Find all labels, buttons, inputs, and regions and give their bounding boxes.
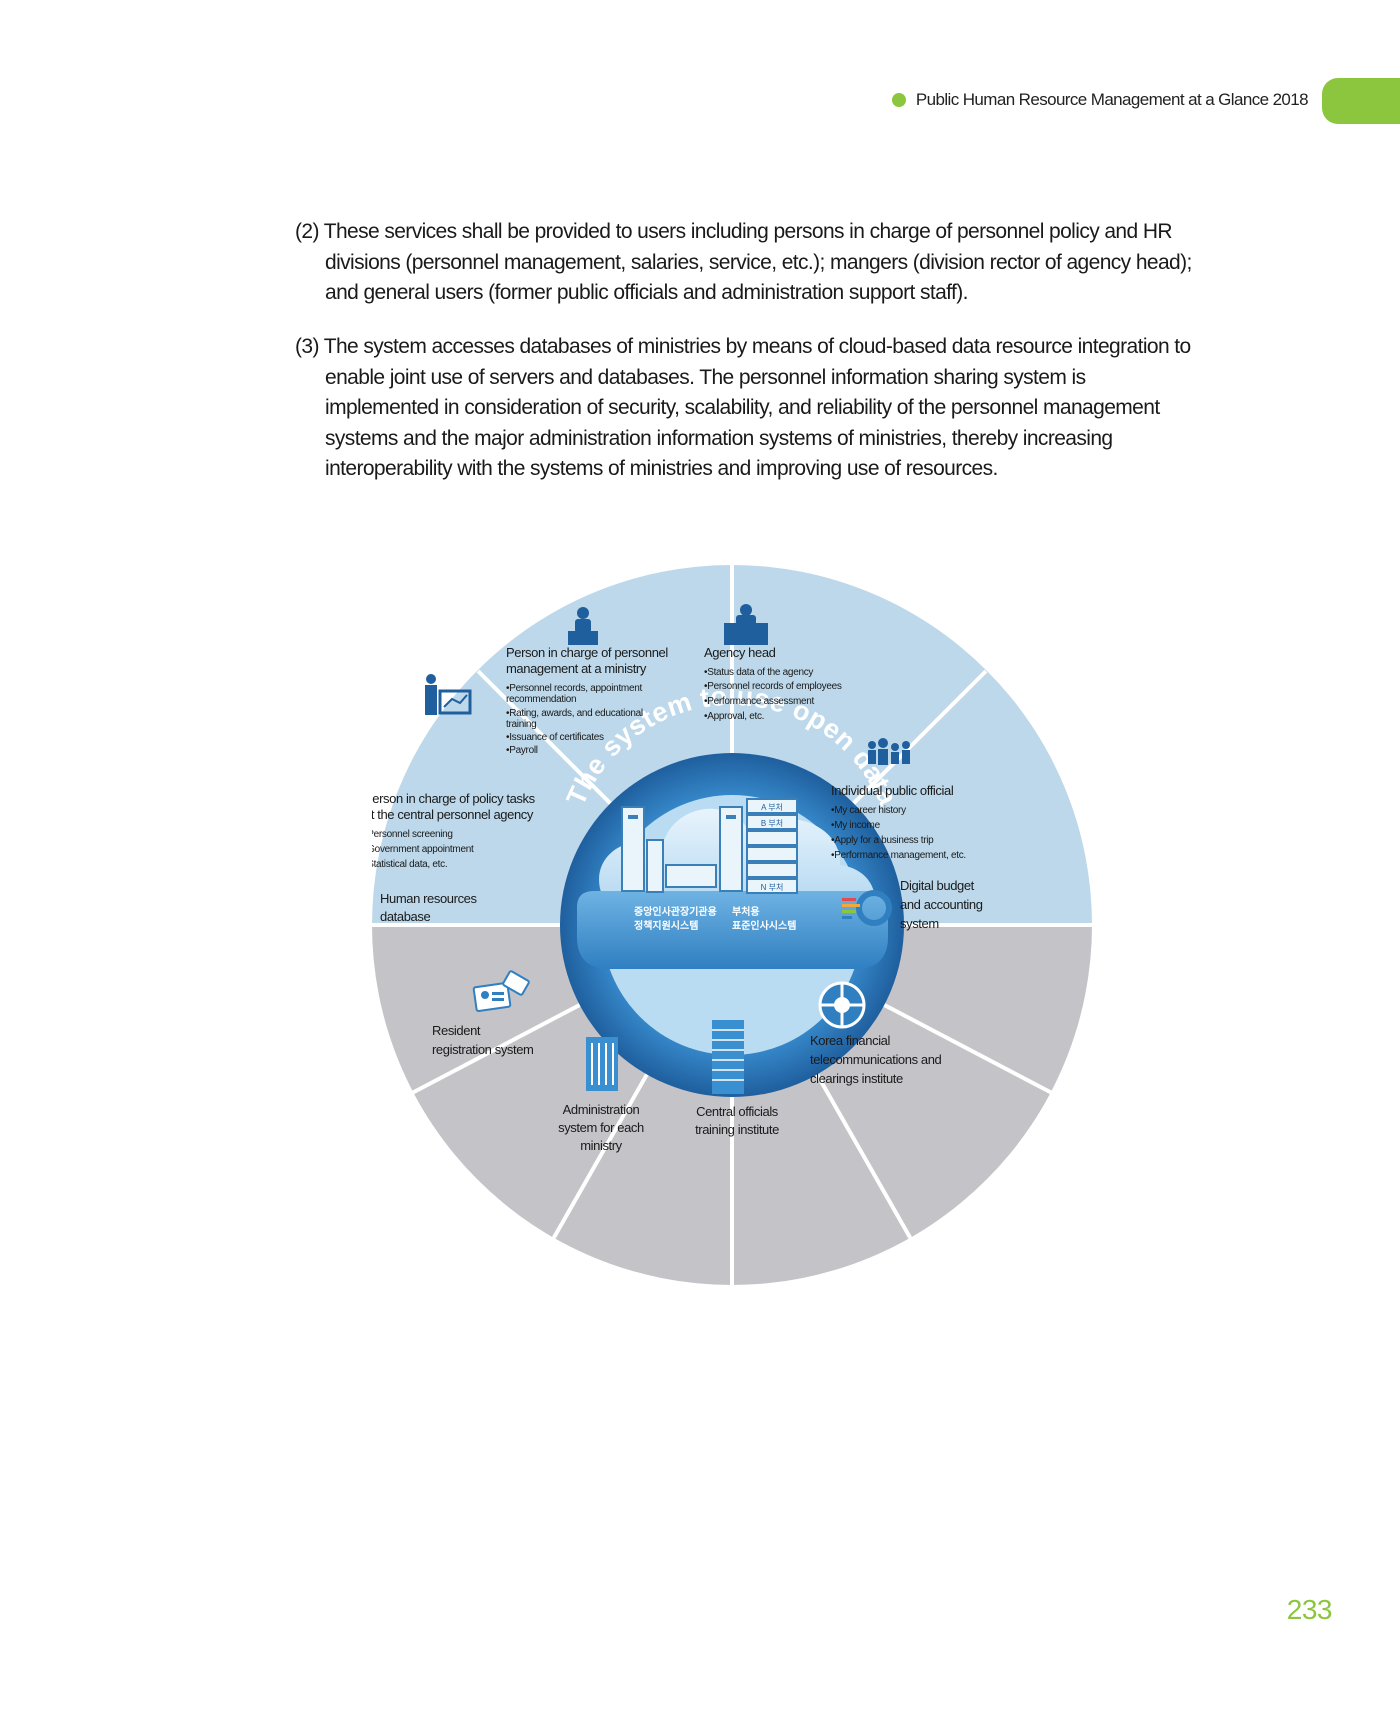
system-training-line-1: Central officials	[696, 1104, 779, 1119]
user-ministry-hr-title-2: management at a ministry	[506, 661, 647, 676]
system-admin-line-3: ministry	[580, 1138, 622, 1153]
left-system-line-1: 중앙인사관장기관용	[634, 905, 717, 918]
user-agency-head-item-2: •Personnel records of employees	[704, 681, 842, 692]
presenter-chart-icon	[425, 674, 472, 715]
user-ministry-hr-title-1: Person in charge of personnel	[506, 645, 668, 660]
paragraph-3: (3) The system accesses databases of min…	[295, 332, 1195, 485]
system-budget-line-3: system	[900, 916, 939, 931]
user-ministry-hr: Person in charge of personnel management…	[506, 645, 669, 756]
user-central-agency: Person in charge of policy tasks at the …	[372, 791, 536, 870]
user-central-agency-item-2: •Government appointment	[372, 844, 474, 855]
user-agency-head-item-1: •Status data of the agency	[704, 667, 813, 678]
building-icon	[586, 1037, 618, 1091]
running-header: Public Human Resource Management at a Gl…	[891, 90, 1309, 110]
user-ministry-hr-item-6: •Payroll	[506, 745, 538, 756]
paragraph-2: (2) These services shall be provided to …	[295, 217, 1195, 309]
system-resident-line-2: registration system	[432, 1042, 534, 1057]
system-kftc-line-3: clearings institute	[810, 1071, 903, 1086]
system-labels: Human resources database Resident regist…	[380, 878, 983, 1153]
left-system-line-2: 정책지원시스템	[634, 919, 698, 932]
server-label-a: A 부처	[761, 803, 783, 812]
system-training-line-2: training institute	[695, 1122, 779, 1137]
user-ministry-hr-item-4: training	[506, 719, 536, 730]
system-budget-line-2: and accounting	[900, 897, 983, 912]
tower-building-icon	[712, 1020, 744, 1094]
system-admin-line-2: system for each	[558, 1120, 644, 1135]
user-agency-head-item-3: •Performance assessment	[704, 696, 815, 707]
user-individual-title: Individual public official	[831, 783, 954, 798]
user-ministry-hr-item-2: recommendation	[506, 694, 576, 705]
system-admin-line-1: Administration	[563, 1102, 640, 1117]
system-resident-line-1: Resident	[432, 1023, 481, 1038]
user-individual-item-2: •My income	[831, 820, 881, 831]
right-system-line-1: 부처용	[732, 905, 760, 918]
system-kftc-line-2: telecommunications and	[810, 1052, 942, 1067]
server-label-n: N 부처	[761, 883, 784, 892]
right-server-icon: A 부처 B 부처 N 부처	[719, 798, 798, 894]
user-individual-item-1: •My career history	[831, 805, 906, 816]
system-kftc-line-1: Korea financial	[810, 1033, 891, 1048]
globe-logo-icon	[818, 981, 866, 1029]
server-label-b: B 부처	[761, 819, 783, 828]
system-budget-line-1: Digital budget	[900, 878, 975, 893]
id-card-icon	[472, 970, 530, 1012]
right-system-line-2: 표준인사시스템	[732, 919, 796, 932]
budget-logo-icon	[842, 890, 892, 926]
user-central-agency-title-2: at the central personnel agency	[372, 807, 534, 822]
left-server-icon	[621, 806, 717, 893]
executive-desk-icon	[724, 604, 768, 645]
user-agency-head-item-4: •Approval, etc.	[704, 711, 764, 722]
open-data-diagram: The system to use open data A 부처 B 부처 N …	[372, 565, 1092, 1285]
user-central-agency-title-1: Person in charge of policy tasks	[372, 791, 536, 806]
group-people-icon	[868, 738, 910, 765]
user-central-agency-item-3: •Statistical data, etc.	[372, 859, 447, 870]
officer-desk-icon	[568, 607, 598, 645]
user-individual-item-4: •Performance management, etc.	[831, 850, 966, 861]
paragraph-2-text: (2) These services shall be provided to …	[295, 220, 1192, 304]
header-title: Public Human Resource Management at a Gl…	[915, 90, 1309, 109]
user-individual-official: Individual public official •My career hi…	[831, 783, 966, 861]
user-ministry-hr-item-5: •Issuance of certificates	[506, 732, 604, 743]
user-ministry-hr-item-3: •Rating, awards, and educational	[506, 708, 643, 719]
system-hr-db-line-2: database	[380, 909, 430, 924]
page-number: 233	[1286, 1594, 1333, 1625]
cloud-captions: 중앙인사관장기관용 정책지원시스템 부처용 표준인사시스템	[634, 905, 796, 932]
system-hr-db-line-1: Human resources	[380, 891, 477, 906]
user-individual-item-3: •Apply for a business trip	[831, 835, 934, 846]
paragraph-3-text: (3) The system accesses databases of min…	[295, 335, 1191, 480]
user-agency-head-title: Agency head	[704, 645, 776, 660]
user-ministry-hr-item-1: •Personnel records, appointment	[506, 683, 642, 694]
header-bullet-icon	[891, 93, 906, 107]
user-central-agency-item-1: •Personnel screening	[372, 829, 453, 840]
user-agency-head: Agency head •Status data of the agency •…	[704, 645, 842, 722]
header-tab	[1322, 78, 1400, 124]
